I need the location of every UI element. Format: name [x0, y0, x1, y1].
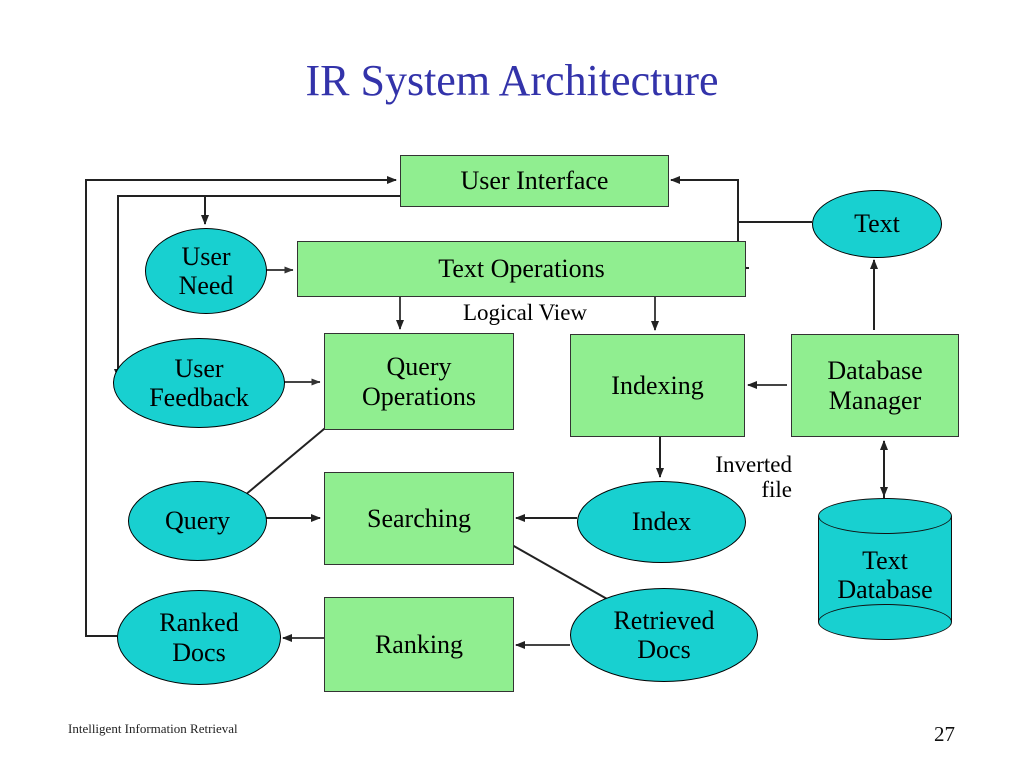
node-query-operations[interactable]: Query Operations: [324, 333, 514, 430]
node-database-manager[interactable]: Database Manager: [791, 334, 959, 437]
node-label: Text: [854, 209, 900, 239]
edge-label-logical-view: Logical View: [463, 300, 588, 325]
page-number: 27: [934, 722, 955, 746]
cylinder-top-ellipse: [818, 498, 952, 534]
footer-note: Intelligent Information Retrieval: [68, 721, 238, 736]
node-text[interactable]: Text: [812, 190, 942, 258]
node-label: Text Operations: [438, 254, 605, 284]
node-label: Searching: [367, 503, 471, 533]
edge-rankeddocs-userinterface: [85, 176, 397, 637]
node-user-interface[interactable]: User Interface: [400, 155, 669, 207]
node-user-feedback[interactable]: User Feedback: [113, 338, 285, 428]
page-title: IR System Architecture: [305, 56, 719, 105]
edge-userinterface-bus: [114, 195, 398, 379]
node-query[interactable]: Query: [128, 481, 267, 561]
node-label: User Interface: [460, 166, 609, 196]
node-index[interactable]: Index: [577, 481, 746, 563]
node-retrieved-docs[interactable]: Retrieved Docs: [570, 588, 758, 682]
node-ranked-docs[interactable]: Ranked Docs: [117, 590, 281, 685]
node-user-need[interactable]: User Need: [145, 228, 267, 314]
edge-label-inverted-file: Inverted file: [715, 452, 792, 503]
node-label: Database Manager: [827, 356, 923, 415]
node-label: Query Operations: [361, 352, 477, 411]
node-label: Query: [165, 506, 230, 536]
edge-queryoperations-query: [231, 423, 331, 507]
node-label: User Feedback: [149, 353, 249, 412]
node-label: Retrieved Docs: [613, 605, 715, 664]
node-label: Text Database: [837, 546, 933, 605]
node-label: Ranked Docs: [159, 608, 239, 667]
node-label: Ranking: [374, 629, 464, 659]
node-ranking[interactable]: Ranking: [324, 597, 514, 692]
edge-text-userinterface: [670, 176, 739, 222]
node-searching[interactable]: Searching: [324, 472, 514, 565]
node-text-database[interactable]: Text Database: [818, 498, 952, 640]
node-indexing[interactable]: Indexing: [570, 334, 745, 437]
node-label: Indexing: [611, 370, 704, 400]
cylinder-bottom-ellipse: [818, 604, 952, 640]
node-label: Index: [631, 507, 692, 537]
node-text-operations[interactable]: Text Operations: [297, 241, 746, 297]
node-label: User Need: [178, 241, 234, 300]
